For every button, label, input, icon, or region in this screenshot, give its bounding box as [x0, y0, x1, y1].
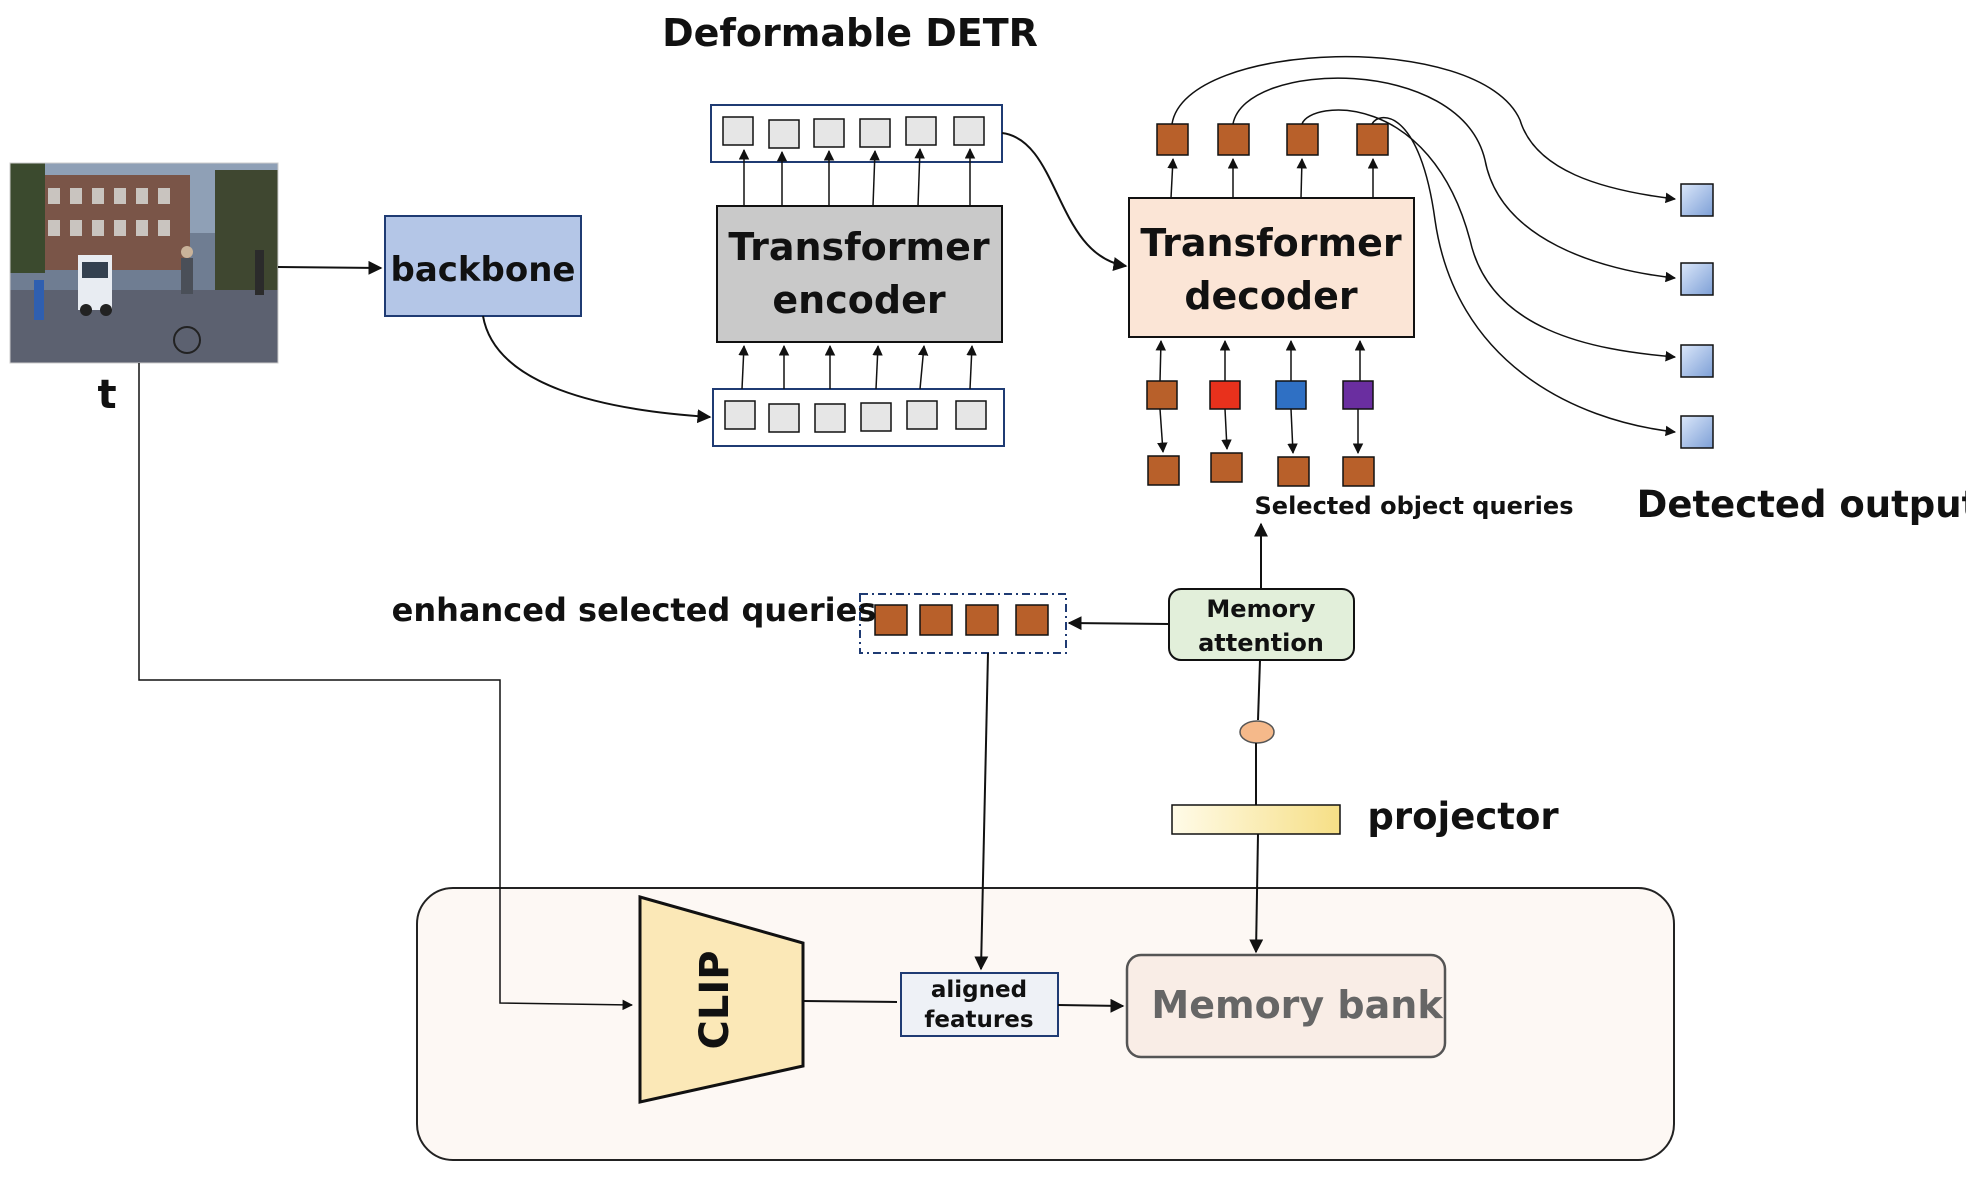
projector-label: projector	[1367, 795, 1559, 838]
arrow-frame-to-clip	[138, 363, 634, 1011]
projector-block	[1171, 804, 1341, 835]
decoder-output-query	[1356, 123, 1389, 156]
encoder-input-arrow	[917, 344, 929, 390]
frame-label-t: t	[97, 372, 116, 418]
memory-bank-label: Memory bank	[1151, 983, 1443, 1027]
encoder-input-token	[860, 402, 892, 432]
enhanced-queries-label: enhanced selected queries	[392, 591, 877, 629]
enhanced-queries-group	[859, 593, 1067, 654]
decoder-output-query	[1156, 123, 1189, 156]
selected-object-queries-label: Selected object queries	[1255, 492, 1574, 520]
decoder-label-line1: Transformer	[1140, 221, 1402, 265]
arrow-clip-to-aligned	[802, 1000, 898, 1003]
selected-object-query	[1277, 456, 1310, 487]
enhanced-query	[1015, 604, 1049, 636]
encoder-up-arrow	[914, 147, 925, 207]
arrow-encoder-to-decoder	[1001, 132, 1128, 271]
encoder-input-token	[768, 403, 800, 433]
detected-output-label: Detected output	[1637, 483, 1966, 526]
encoder-input-arrow	[872, 344, 883, 390]
memory-attention-line2: attention	[1198, 629, 1324, 657]
output-curve	[1232, 77, 1677, 283]
arrow-backbone-to-tokens	[482, 315, 712, 424]
output-curve	[1371, 116, 1677, 437]
arrow-attention-to-enhanced	[1067, 616, 1170, 631]
arrow-aligned-to-bank	[1057, 998, 1125, 1013]
output-curve	[1301, 109, 1677, 362]
detected-output-box	[1680, 344, 1714, 378]
encoder-input-token	[955, 400, 987, 430]
encoder-up-arrow	[869, 149, 880, 207]
decoder-input-query	[1209, 380, 1241, 410]
output-curve	[1171, 56, 1677, 204]
arrow-image-to-backbone	[277, 260, 383, 275]
encoder-input-token	[906, 400, 938, 430]
decoder-input-query	[1275, 380, 1307, 410]
enhanced-query	[919, 604, 953, 636]
decoder-input-arrow	[1155, 339, 1167, 382]
diagram-title: Deformable DETR	[662, 11, 1038, 55]
decoder-up-arrow	[1296, 157, 1308, 199]
memory-bank-block	[1125, 953, 1447, 1059]
detected-output-box	[1680, 415, 1714, 449]
selected-object-query	[1147, 455, 1180, 486]
enhanced-query	[874, 604, 908, 636]
aligned-features-line2: features	[924, 1007, 1033, 1033]
encoder-output-token	[859, 118, 891, 148]
encoder-output-token	[722, 116, 754, 146]
arrow-projector-to-bank	[1249, 833, 1264, 954]
encoder-output-token	[813, 118, 845, 148]
decoder-output-query	[1217, 123, 1250, 156]
selected-query-arrow	[1287, 408, 1298, 455]
selected-query-arrow	[1221, 408, 1232, 451]
selected-object-query	[1342, 456, 1375, 487]
input-frame-image	[9, 162, 279, 364]
encoder-input-arrow	[738, 344, 749, 390]
aligned-features-line1: aligned	[931, 977, 1027, 1003]
encoder-label-line1: Transformer	[728, 225, 990, 269]
clip-label: CLIP	[692, 950, 738, 1049]
transformer-decoder-block	[1128, 197, 1415, 338]
decoder-input-query	[1342, 380, 1374, 410]
detected-output-box	[1680, 183, 1714, 217]
enhanced-query	[965, 604, 999, 636]
encoder-output-token	[953, 116, 985, 146]
decoder-label-line2: decoder	[1184, 274, 1358, 318]
encoder-input-token	[724, 400, 756, 430]
detected-output-box	[1680, 262, 1714, 296]
aligned-features-block	[900, 972, 1059, 1037]
encoder-input-token	[814, 403, 846, 433]
decoder-up-arrow	[1167, 157, 1178, 199]
decoder-input-query	[1146, 380, 1178, 410]
line-attention-to-ellipse	[1257, 659, 1261, 721]
transformer-encoder-block	[716, 205, 1003, 343]
encoder-input-arrow	[966, 344, 977, 390]
arrow-enhanced-to-aligned	[974, 652, 989, 971]
clip-encoder-block	[638, 895, 805, 1104]
selected-object-query	[1210, 452, 1243, 483]
backbone-label: backbone	[390, 250, 575, 290]
encoder-label-line2: encoder	[772, 278, 945, 322]
encoder-output-token	[768, 119, 800, 149]
encoder-output-token	[905, 116, 937, 146]
memory-attention-line1: Memory	[1206, 595, 1315, 623]
selected-query-arrow	[1157, 408, 1168, 454]
decoder-output-query	[1286, 123, 1319, 156]
merge-node	[1239, 720, 1275, 744]
